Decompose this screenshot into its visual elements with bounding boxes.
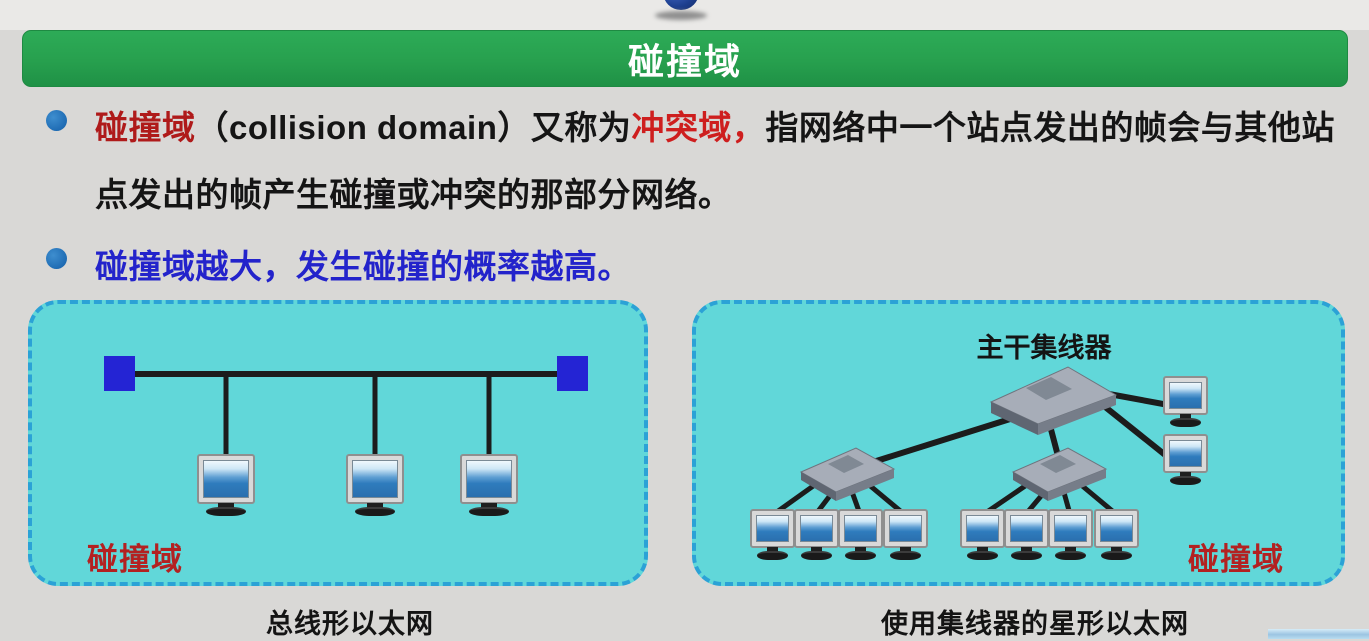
computer-icon (1163, 376, 1208, 427)
bullet-icon (46, 110, 67, 131)
cable (853, 411, 1027, 471)
computer-icon (460, 454, 518, 516)
bus-ethernet-caption: 总线形以太网 (266, 609, 434, 639)
title-bar: 碰撞域 (22, 30, 1348, 87)
definition-text-2: 指网络中一个站点发出的帧会与其他站点发出的帧产生碰撞或冲突的那部分网络。 (95, 109, 1335, 213)
bullet-text-probability: 碰撞域越大，发生碰撞的概率越高。 (95, 248, 631, 285)
computer-icon (794, 509, 839, 560)
computer-icon (838, 509, 883, 560)
hub-icon (799, 447, 896, 501)
term-collision-domain: 碰撞域 (95, 109, 196, 146)
bottom-right-bar (1268, 629, 1369, 639)
collision-domain-label: 碰撞域 (1188, 542, 1284, 577)
sphere-shadow (655, 11, 707, 20)
definition-text-1: （collision domain）又称为 (195, 109, 632, 146)
backbone-hub-label: 主干集线器 (976, 333, 1112, 363)
term-conflict-domain: 冲突域， (631, 109, 766, 146)
computer-icon (1004, 509, 1049, 560)
bus-topology-drawing (104, 356, 588, 456)
backbone-hub-icon (989, 366, 1118, 435)
cable (1102, 403, 1176, 465)
computer-icon (197, 454, 255, 516)
computer-icon (346, 454, 404, 516)
computer-icon (750, 509, 795, 560)
computer-icon (1163, 434, 1208, 485)
bus-ethernet-panel: 碰撞域 (28, 300, 648, 586)
sphere-ball (663, 0, 699, 10)
collision-domain-label: 碰撞域 (87, 542, 183, 577)
bullet-text-definition: 碰撞域（collision domain）又称为冲突域，指网络中一个站点发出的帧… (95, 94, 1357, 228)
computer-icon (1094, 509, 1139, 560)
star-ethernet-caption: 使用集线器的星形以太网 (881, 609, 1189, 639)
bus-terminator-icon (104, 356, 135, 391)
bullet-icon (46, 248, 67, 269)
bus-terminator-icon (557, 356, 588, 391)
computer-icon (960, 509, 1005, 560)
star-ethernet-panel: 主干集线器 碰撞域 (692, 300, 1345, 586)
computer-icon (1048, 509, 1093, 560)
hub-icon (1011, 447, 1108, 501)
page-title: 碰撞域 (627, 40, 742, 82)
computer-icon (883, 509, 928, 560)
